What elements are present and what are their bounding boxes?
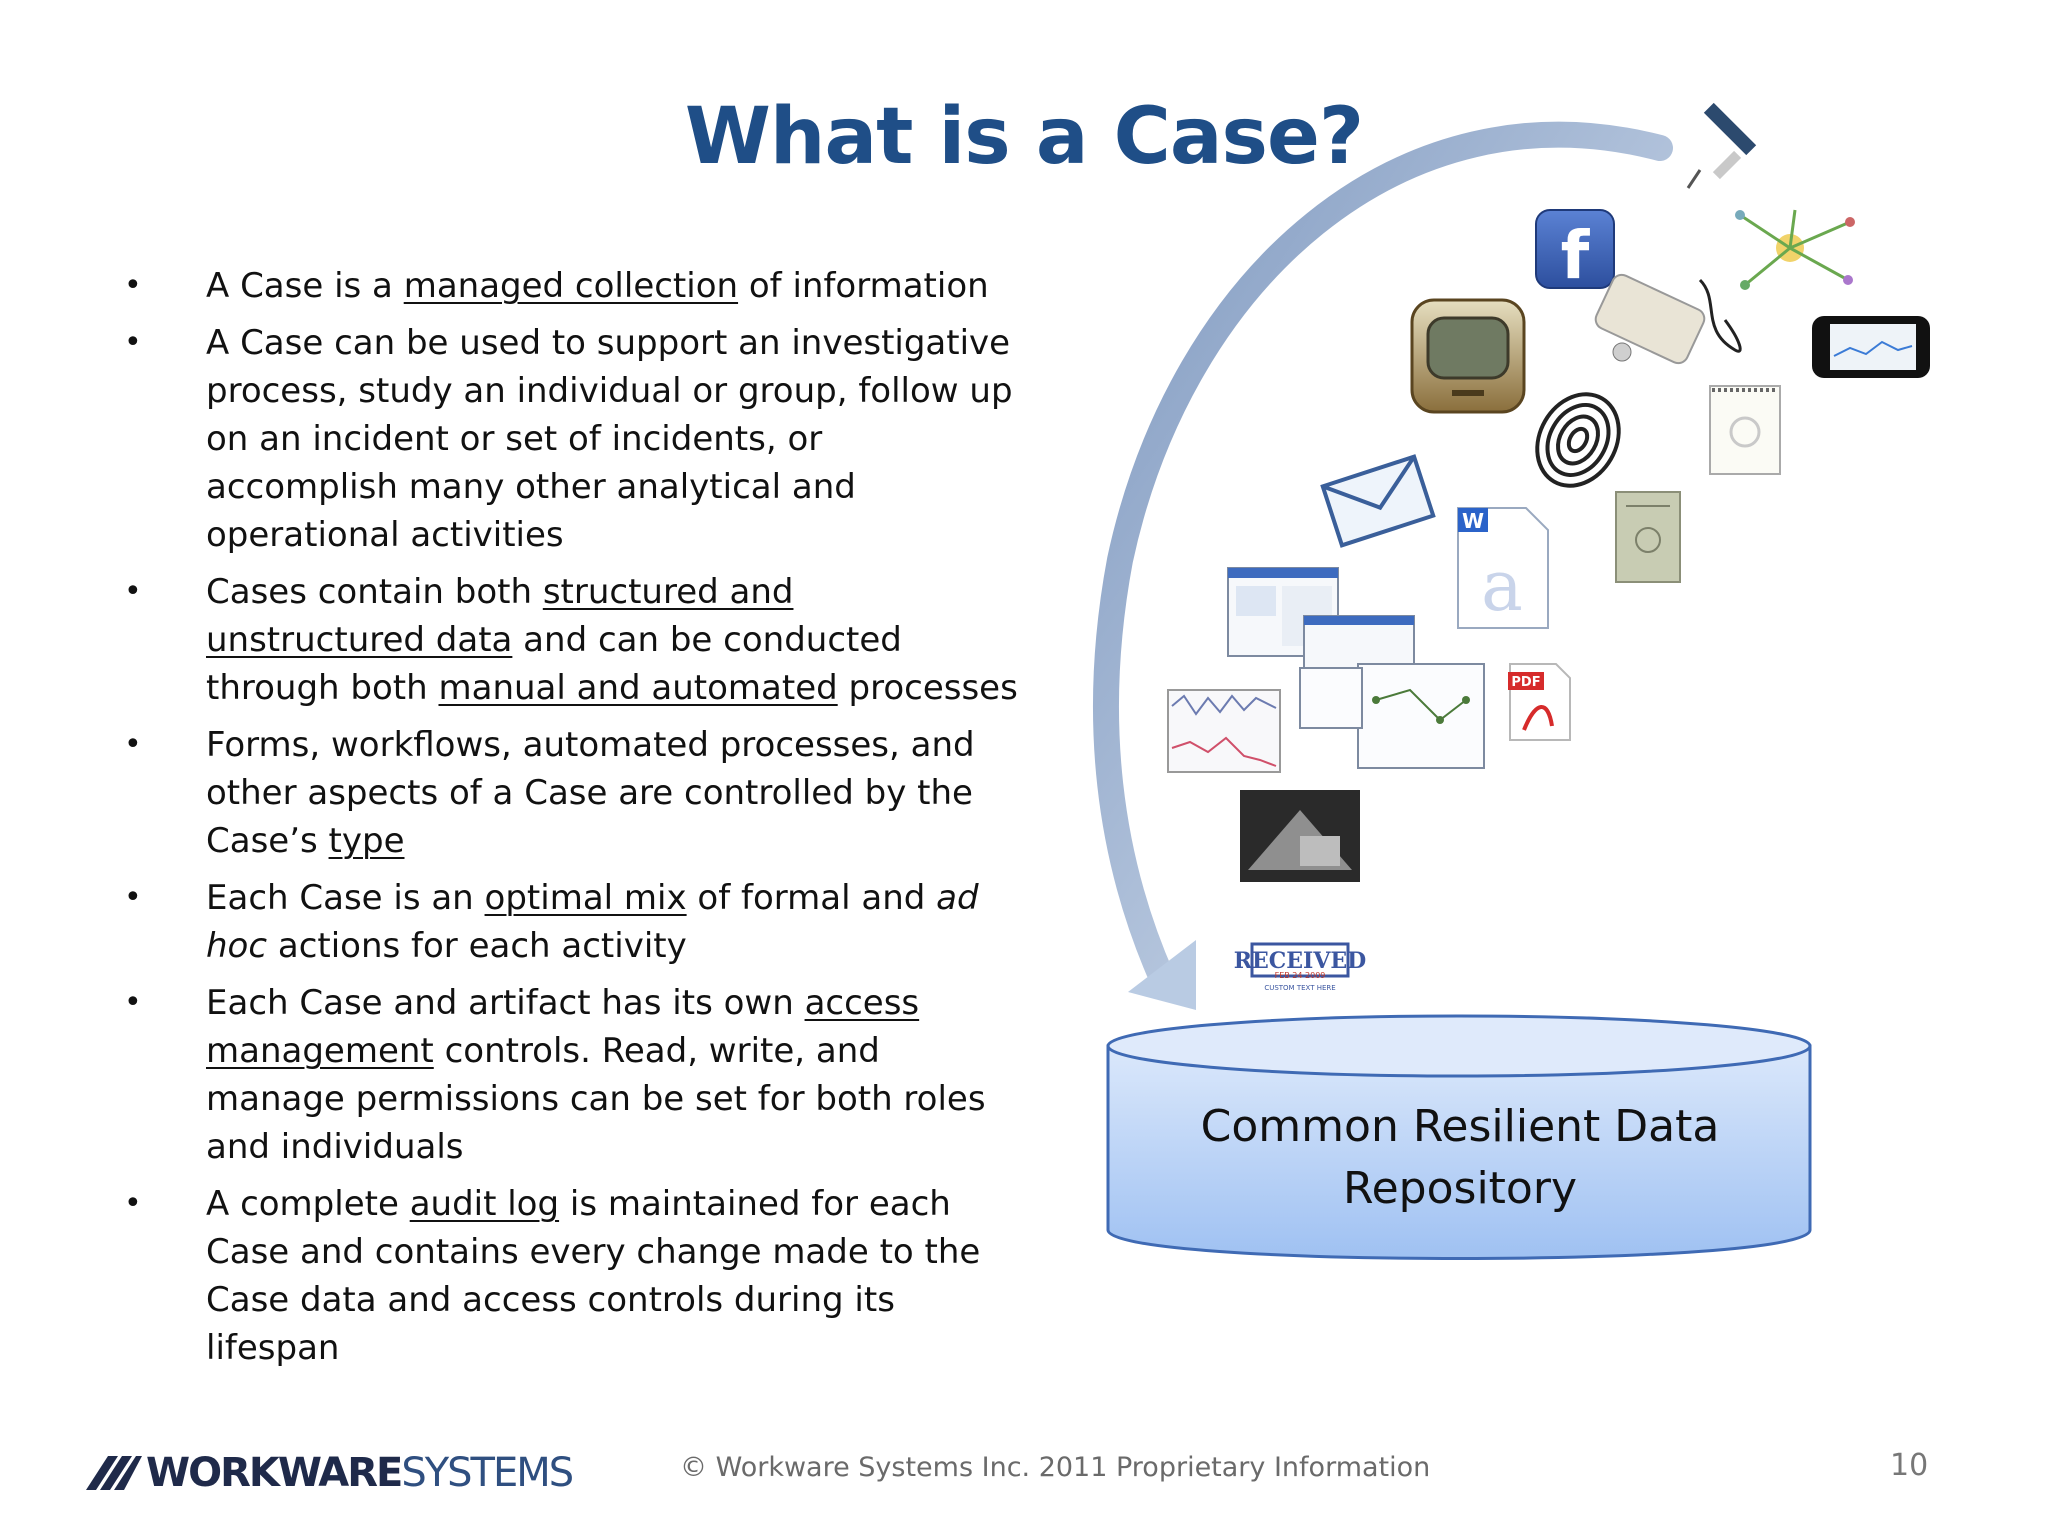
youtube-tv-icon [1410,298,1526,414]
bullet-text-run: type [328,821,405,861]
bullet-text-run: is maintained for each Case and contains… [206,1184,981,1368]
satellite-icon [1686,102,1757,189]
notepad-icon [1709,385,1781,475]
bullet-text-run: processes [837,668,1018,708]
bullet-list: A Case is a managed collection of inform… [118,262,1018,1381]
bullet-text-run: A Case is a [206,266,404,306]
pdf-file-icon: PDF [1508,663,1571,741]
facebook-icon: f [1535,209,1615,294]
slide-title: What is a Case? [684,92,1364,182]
surveillance-photo-icon [1240,790,1360,882]
bullet-text-run: of formal and [686,878,937,918]
bullet-item: Each Case and artifact has its own acces… [118,979,1018,1171]
case-artifacts-graphic: f [1093,102,1930,1260]
logo-text-bold: WORKWARE [146,1450,403,1496]
bullet-text-run: controls. Read, write, and manage permis… [206,1031,986,1167]
bullet-text-run: optimal mix [484,878,687,918]
polygraph-chart-icon [1167,689,1281,773]
fingerprint-icon [1535,392,1621,488]
bullet-text-run: manual and automated [438,668,838,708]
workflow-diagram-icon [1299,663,1485,769]
bullet-text-run: Each Case is an [206,878,485,918]
bullet-item: Each Case is an optimal mix of formal an… [118,874,1018,970]
svg-text:PDF: PDF [1511,675,1540,690]
repository-label-line1: Common Resilient Data [1200,1101,1720,1152]
bullet-item: Forms, workflows, automated processes, a… [118,721,1018,865]
bullet-item: A Case is a managed collection of inform… [118,262,1018,310]
page-number: 10 [1890,1448,1929,1483]
bullet-text-run: Each Case and artifact has its own [206,983,805,1023]
svg-text:W: W [1462,509,1484,533]
bullet-text-run: Forms, workflows, automated processes, a… [206,725,975,861]
bullet-item: A Case can be used to support an investi… [118,319,1018,559]
smartphone-icon [1812,316,1930,378]
svg-text:FEB 24 2009: FEB 24 2009 [1275,971,1326,980]
bullet-text-run: of information [738,266,989,306]
footer-copyright: © Workware Systems Inc. 2011 Proprietary… [680,1452,1431,1483]
email-icon [1320,454,1436,548]
bullet-item: A complete audit log is maintained for e… [118,1180,1018,1372]
svg-text:RECEIVED: RECEIVED [1234,948,1367,974]
data-repository-cylinder [1106,1014,1812,1260]
bullet-text-run: and can be conducted through both [206,620,902,708]
bullet-text-run: structured and unstructured data [206,572,794,660]
bullet-text-run: managed collection [403,266,739,306]
word-document-icon: W a [1457,507,1549,629]
logo-text-light: SYSTEMS [401,1450,574,1496]
received-stamp-icon: RECEIVED FEB 24 2009 CUSTOM TEXT HERE [1234,942,1367,992]
tracking-device-icon [1594,273,1742,365]
bullet-text-run: ad hoc [206,878,979,966]
bullet-item: Cases contain both structured and unstru… [118,568,1018,712]
bullet-text-run: A complete [206,1184,410,1224]
logo-slash-mark [86,1456,142,1490]
repository-label: Common Resilient Data Repository [1110,1096,1810,1220]
bullet-text-run: A Case can be used to support an investi… [206,323,1013,555]
bullet-text-run: audit log [409,1184,560,1224]
curved-arrow [1093,121,1673,1010]
bullet-text-run: access management [206,983,920,1071]
document-booklet-icon [1615,491,1681,583]
svg-text:CUSTOM TEXT HERE: CUSTOM TEXT HERE [1264,984,1335,992]
bullet-text-run: actions for each activity [267,926,687,966]
mind-map-icon [1720,200,1860,300]
svg-text:a: a [1481,545,1523,627]
svg-text:f: f [1561,217,1591,294]
bullet-text-run: Cases contain both [206,572,543,612]
repository-label-line2: Repository [1343,1163,1577,1214]
